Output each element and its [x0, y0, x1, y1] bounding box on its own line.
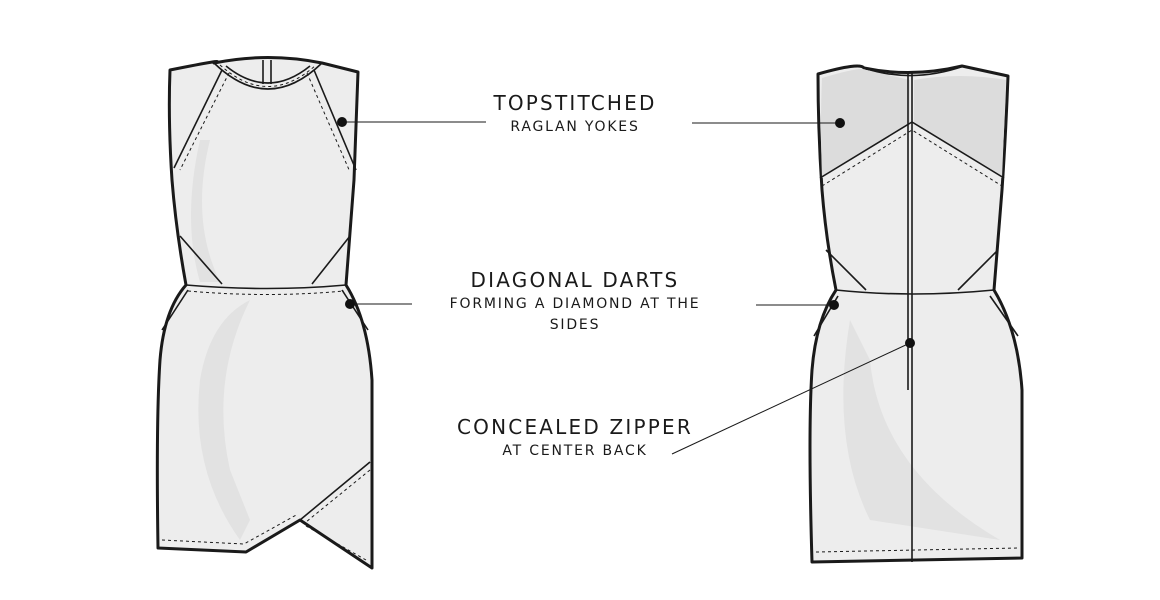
leader-zipper — [671, 342, 911, 455]
front-skirt-shading — [198, 300, 250, 540]
front-neckline — [213, 62, 323, 90]
front-neckline-inner — [225, 65, 311, 84]
back-neckline — [863, 65, 965, 77]
front-dress-outline — [155, 56, 374, 570]
marker-zipper — [905, 338, 915, 348]
back-yoke-right — [914, 76, 1006, 178]
callout-zipper-sub: AT CENTER BACK — [502, 443, 647, 459]
back-dart-right-lower — [989, 295, 1019, 337]
callout-leaders — [337, 117, 915, 455]
marker-darts-front — [345, 299, 355, 309]
front-shading — [191, 140, 220, 282]
front-raglan-seam-left — [173, 69, 223, 169]
callout-topstitched-sub: RAGLAN YOKES — [510, 119, 639, 135]
front-view-dress — [155, 56, 374, 570]
back-dart-right-upper — [957, 249, 999, 291]
back-skirt-shading — [843, 320, 1000, 540]
marker-topstitched-back — [835, 118, 845, 128]
callout-darts-sub-line1: FORMING A DIAMOND AT THE — [450, 296, 701, 312]
callout-topstitched: TOPSTITCHED RAGLAN YOKES — [492, 91, 656, 135]
callout-darts-title: DIAGONAL DARTS — [471, 268, 680, 292]
callout-topstitched-title: TOPSTITCHED — [492, 91, 656, 115]
front-dart-right-lower — [341, 289, 369, 331]
front-wrap-panel-edge — [299, 461, 371, 521]
front-waist-seam — [185, 284, 347, 290]
front-dart-left-lower — [161, 289, 189, 331]
back-waist-seam — [835, 289, 995, 295]
front-dart-left-upper — [179, 235, 223, 285]
back-yoke-left — [821, 69, 910, 178]
front-dart-right-upper — [311, 235, 351, 285]
callout-diagonal-darts: DIAGONAL DARTS FORMING A DIAMOND AT THE … — [450, 268, 701, 333]
callout-zipper-title: CONCEALED ZIPPER — [457, 415, 693, 439]
marker-darts-back — [829, 300, 839, 310]
marker-topstitched-front — [337, 117, 347, 127]
front-back-zip-tab — [262, 60, 272, 84]
callout-darts-sub-line2: SIDES — [550, 317, 601, 333]
front-raglan-seam-right — [313, 69, 357, 171]
back-view-dress — [808, 64, 1024, 564]
callout-concealed-zipper: CONCEALED ZIPPER AT CENTER BACK — [457, 415, 693, 459]
back-dart-left-upper — [825, 249, 867, 291]
